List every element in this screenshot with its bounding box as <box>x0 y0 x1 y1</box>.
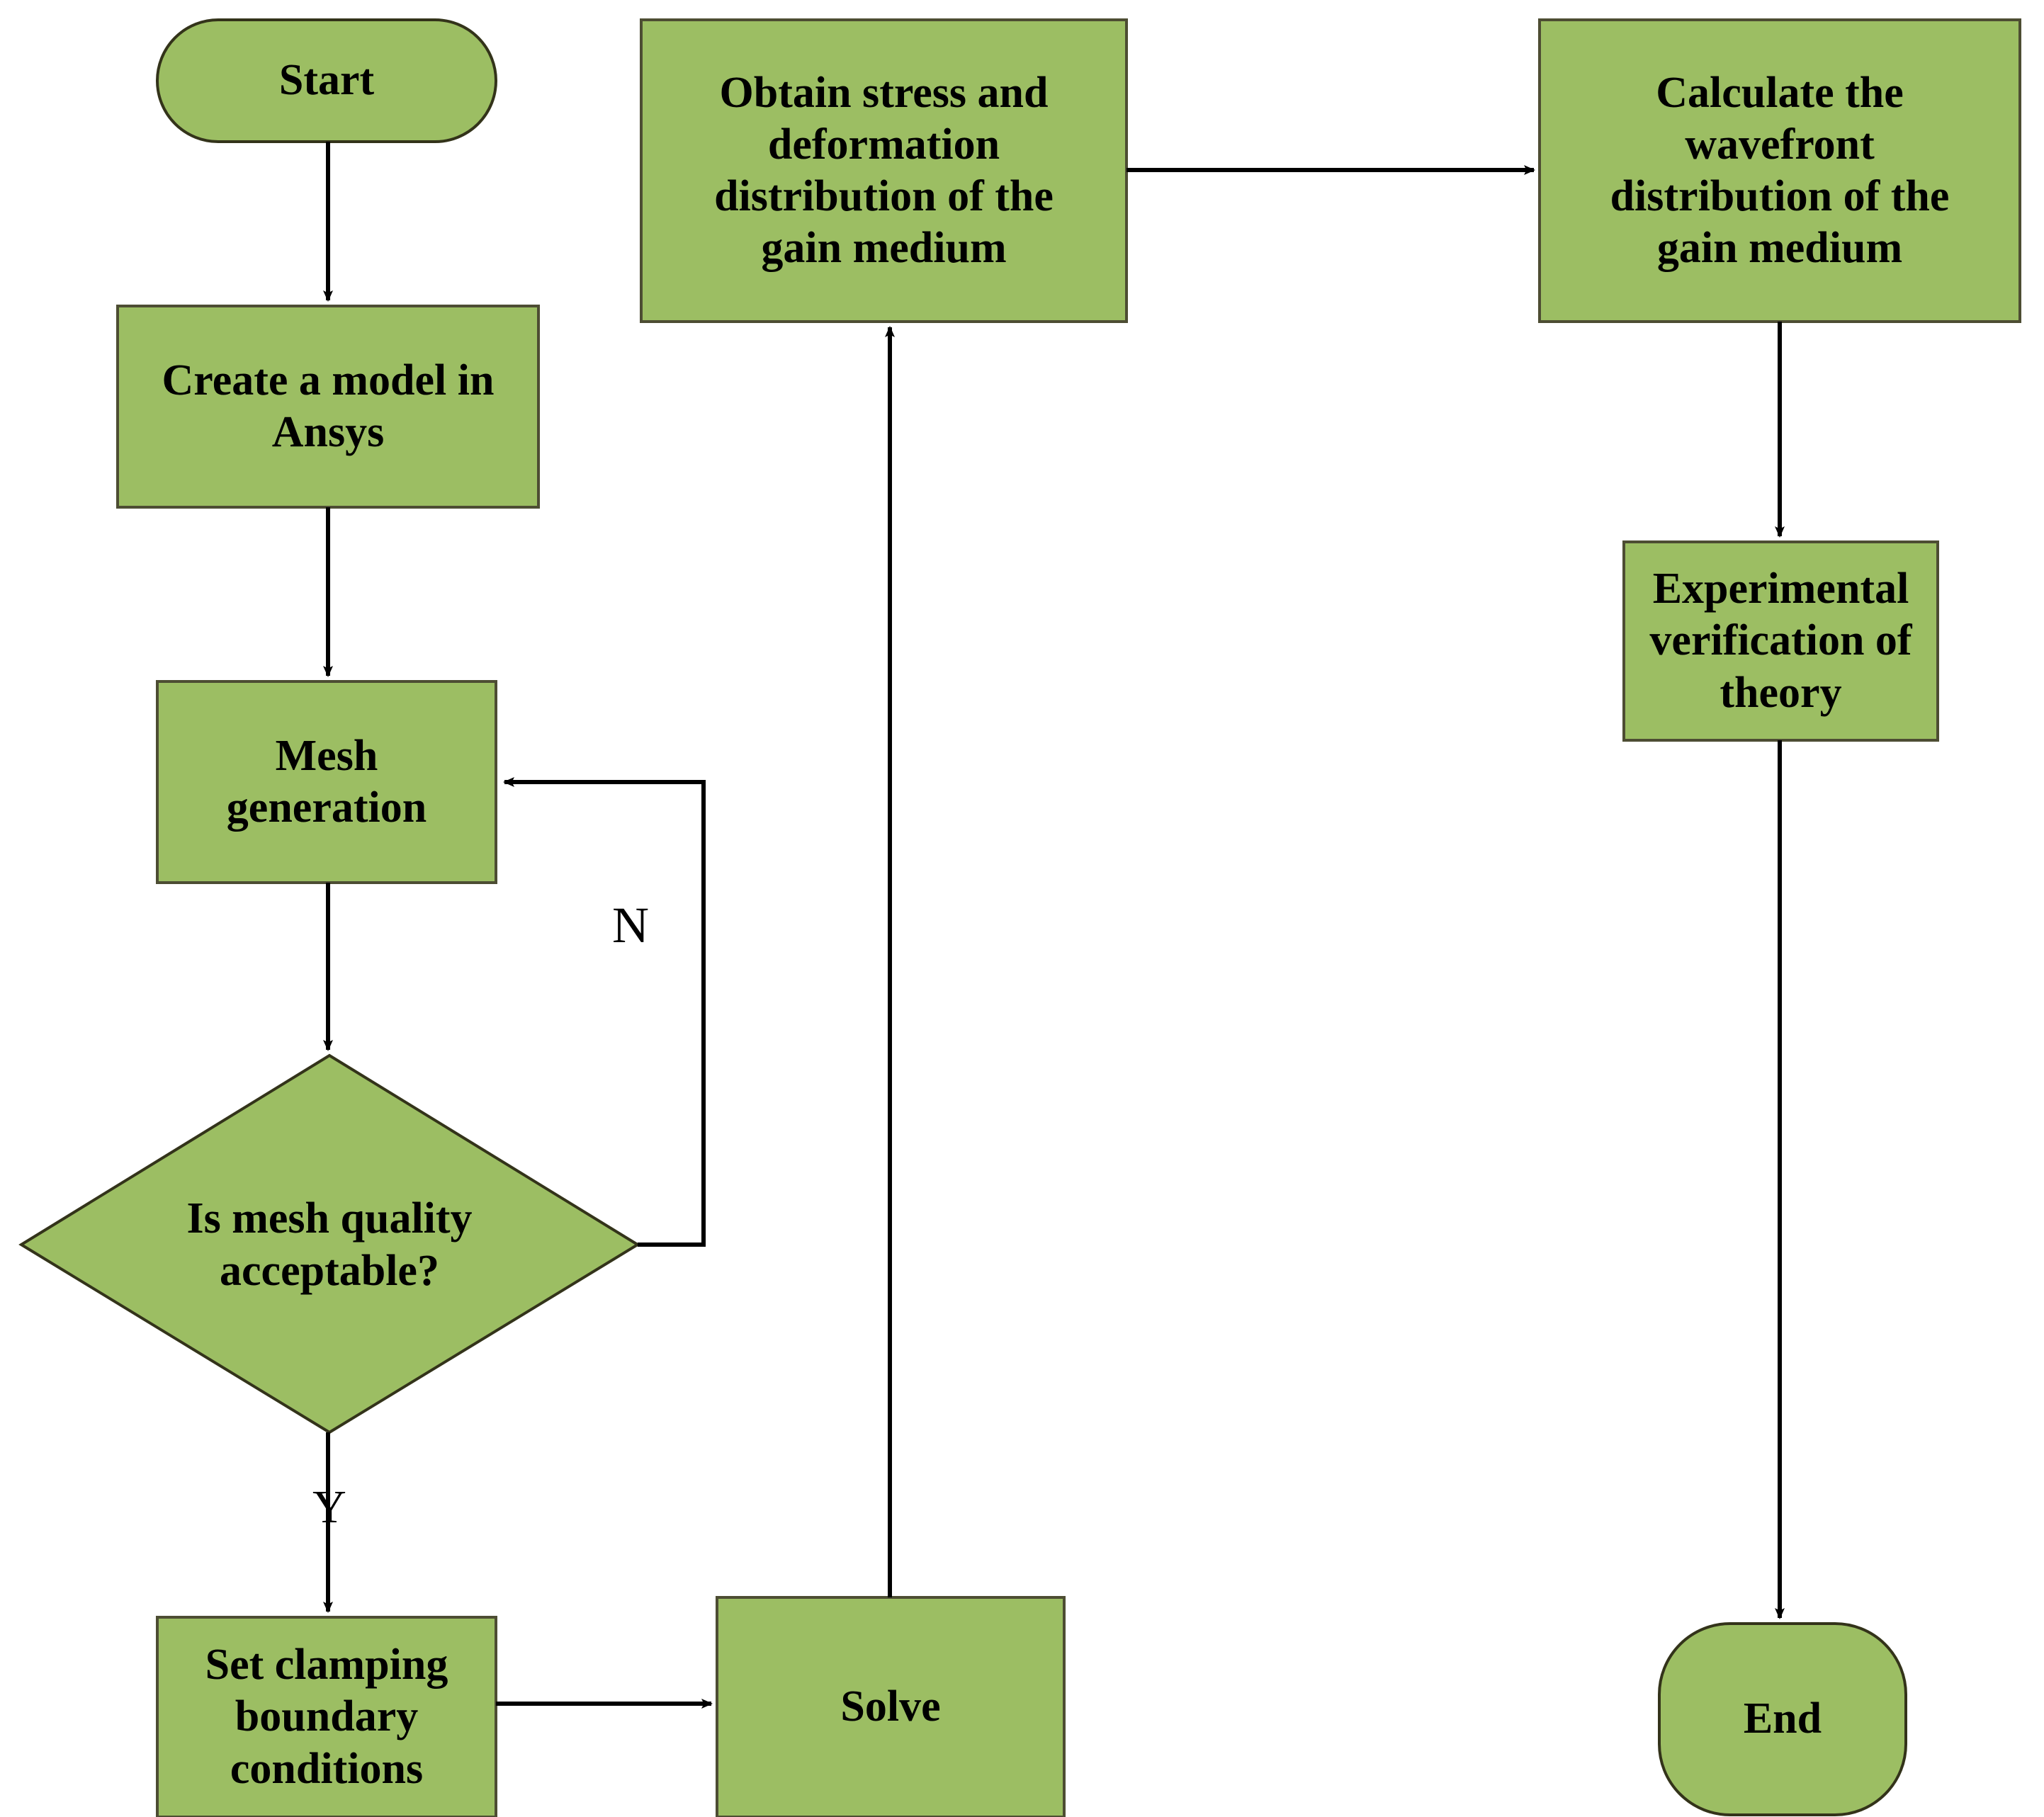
node-shape-start[interactable] <box>156 18 497 143</box>
edge-label-yes-branch: Y <box>312 1481 346 1533</box>
node-shape-end[interactable] <box>1658 1622 1907 1816</box>
node-shape-mesh-generation[interactable] <box>156 680 497 884</box>
node-shape-experimental-verification[interactable] <box>1622 540 1939 742</box>
node-shape-mesh-quality-decision[interactable] <box>18 1053 640 1434</box>
node-shape-calculate-wavefront[interactable] <box>1538 18 2021 323</box>
connector-decision-no-to-mesh-generation <box>503 777 706 1247</box>
node-shape-create-model[interactable] <box>116 305 540 509</box>
node-shape-solve[interactable] <box>716 1596 1066 1817</box>
edge-label-no-branch: N <box>612 897 649 953</box>
node-shape-set-clamping[interactable] <box>156 1616 497 1817</box>
node-shape-obtain-stress[interactable] <box>640 18 1128 323</box>
